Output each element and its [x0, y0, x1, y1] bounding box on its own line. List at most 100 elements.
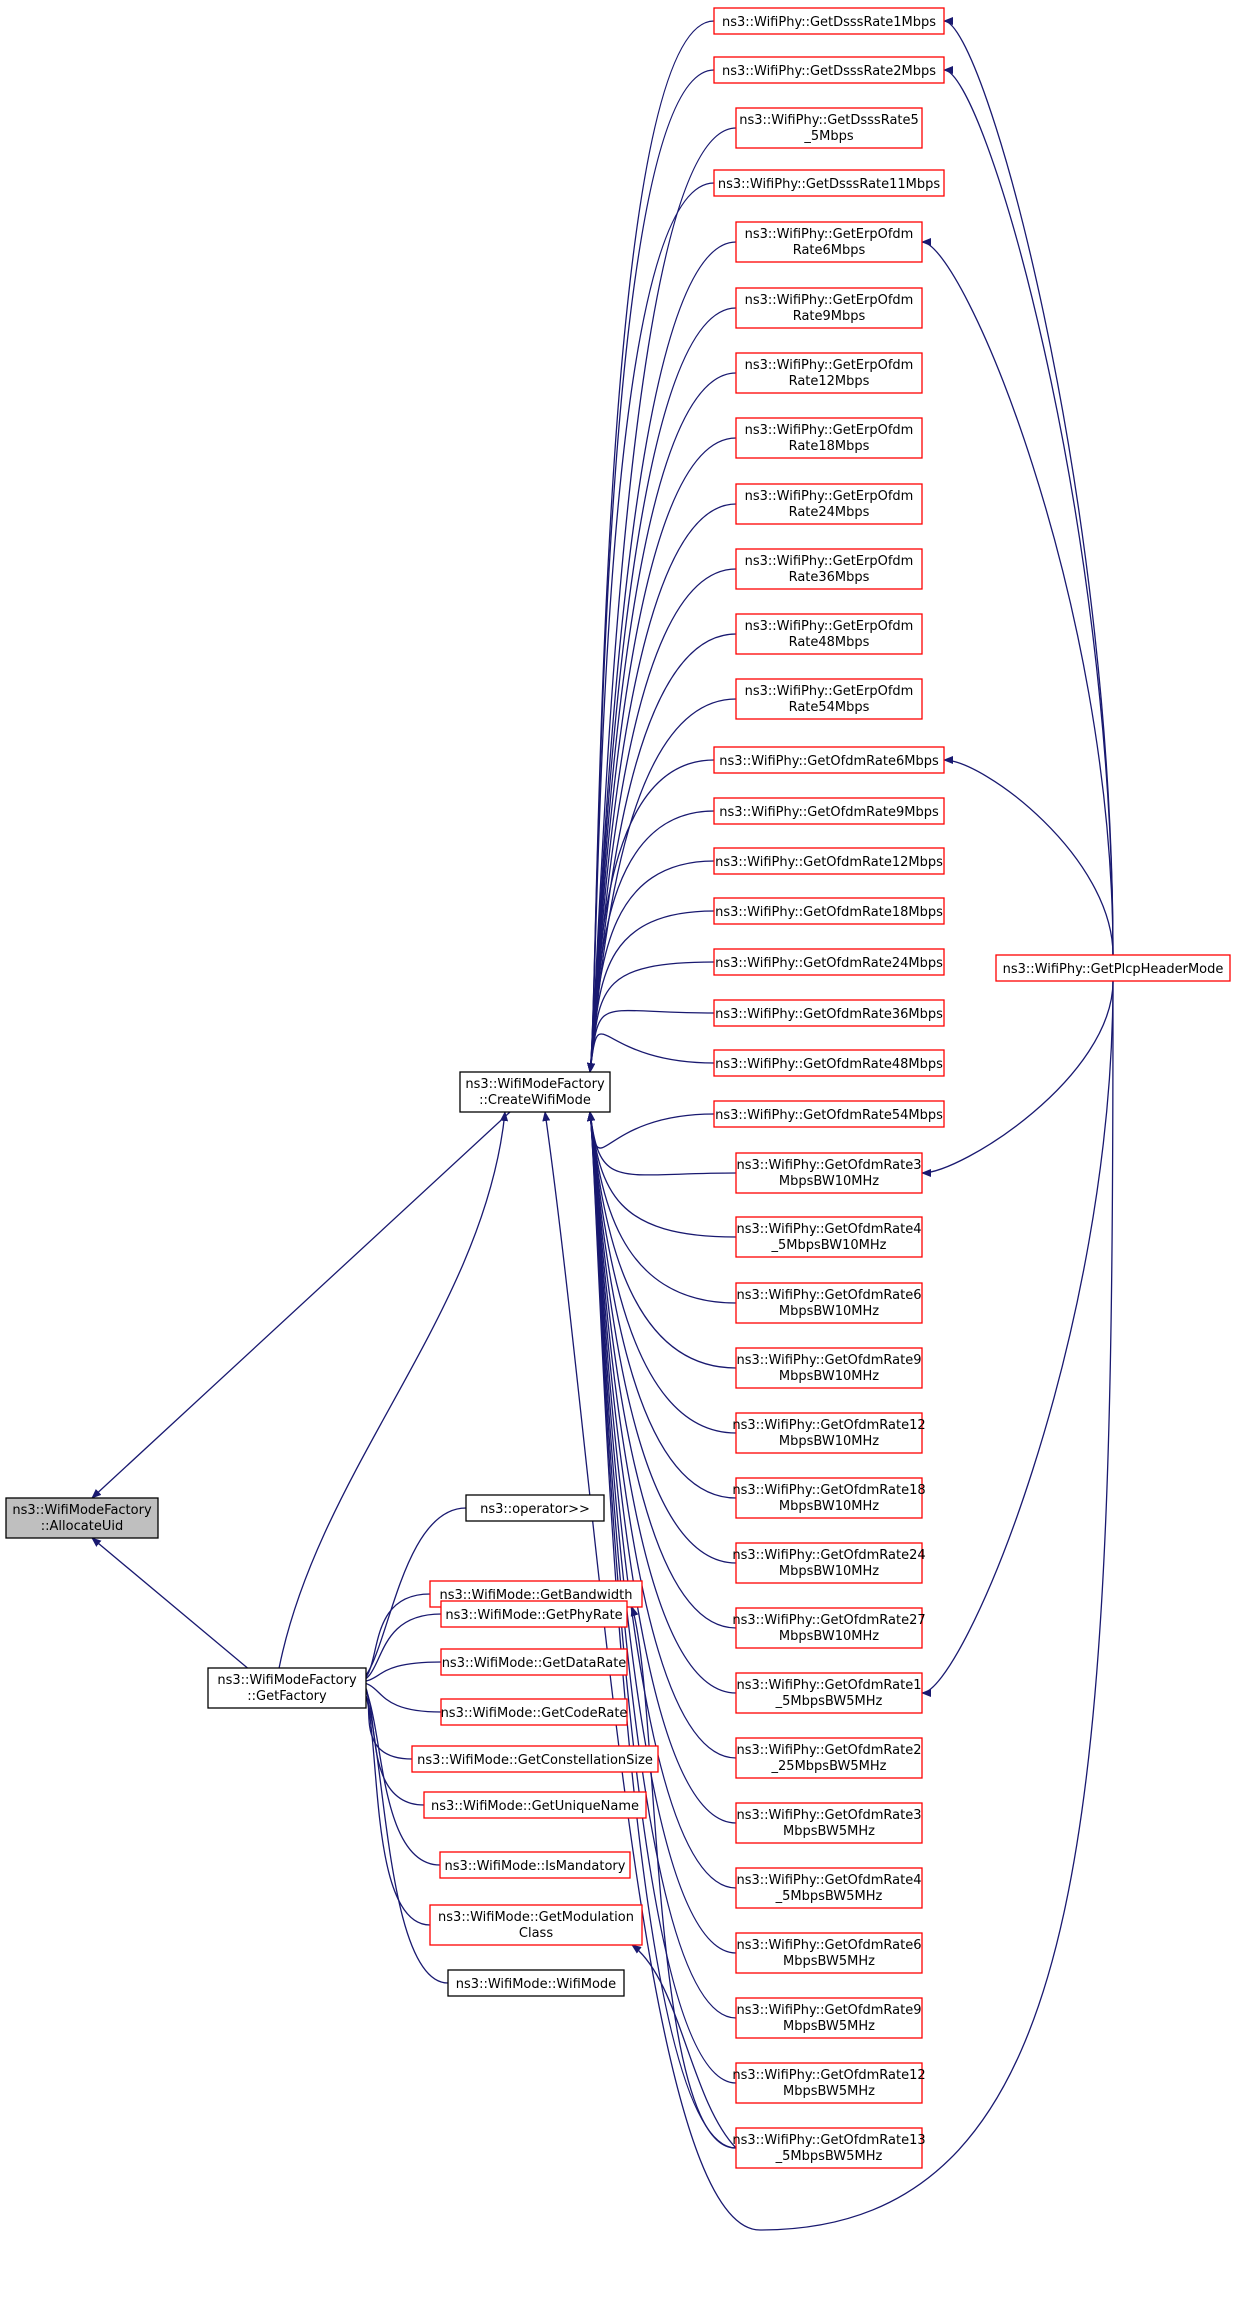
- node-label: ns3::WifiPhy::GetOfdmRate2: [737, 1743, 922, 1758]
- node-label: ns3::WifiMode::GetDataRate: [442, 1656, 627, 1671]
- node-label: ns3::WifiPhy::GetOfdmRate3: [737, 1158, 922, 1173]
- node-label: ns3::WifiPhy::GetOfdmRate12: [732, 2068, 925, 2083]
- node-label: ns3::WifiPhy::GetOfdmRate4: [737, 1222, 922, 1237]
- edge-dsss11-to-create: [587, 182, 715, 1073]
- node-b5_225[interactable]: ns3::WifiPhy::GetOfdmRate2_25MbpsBW5MHz: [735, 1737, 923, 1779]
- node-label: ns3::WifiPhy::GetDsssRate11Mbps: [718, 177, 941, 192]
- node-uniquename[interactable]: ns3::WifiMode::GetUniqueName: [423, 1791, 647, 1819]
- node-dsss55[interactable]: ns3::WifiPhy::GetDsssRate5_5Mbps: [735, 107, 923, 149]
- node-dsss2[interactable]: ns3::WifiPhy::GetDsssRate2Mbps: [713, 56, 945, 84]
- node-box: [735, 548, 923, 590]
- node-label: ns3::WifiPhy::GetOfdmRate6: [737, 1938, 922, 1953]
- node-ismandatory[interactable]: ns3::WifiMode::IsMandatory: [439, 1851, 631, 1879]
- node-box: [735, 1542, 923, 1584]
- edge-ofdm48-to-create: [587, 1033, 715, 1073]
- node-b5_45[interactable]: ns3::WifiPhy::GetOfdmRate4_5MbpsBW5MHz: [735, 1867, 923, 1909]
- node-label: ns3::WifiPhy::GetErpOfdm: [745, 619, 914, 634]
- node-b5_15[interactable]: ns3::WifiPhy::GetOfdmRate1_5MbpsBW5MHz: [735, 1672, 923, 1714]
- node-box: [735, 417, 923, 459]
- node-dsss1[interactable]: ns3::WifiPhy::GetDsssRate1Mbps: [713, 7, 945, 35]
- node-label: Rate9Mbps: [793, 309, 866, 324]
- node-coderate[interactable]: ns3::WifiMode::GetCodeRate: [440, 1698, 628, 1726]
- node-label: ns3::WifiPhy::GetOfdmRate48Mbps: [715, 1057, 943, 1072]
- node-b10_45[interactable]: ns3::WifiPhy::GetOfdmRate4_5MbpsBW10MHz: [735, 1216, 923, 1258]
- node-label: ns3::operator>>: [480, 1502, 590, 1517]
- node-label: ns3::WifiPhy::GetErpOfdm: [745, 358, 914, 373]
- node-label: Class: [519, 1926, 553, 1941]
- node-ofdm9[interactable]: ns3::WifiPhy::GetOfdmRate9Mbps: [713, 797, 945, 825]
- node-label: ns3::WifiMode::GetUniqueName: [431, 1799, 639, 1814]
- edge-plcp-to-dsss1: [943, 17, 1114, 956]
- node-box: [735, 678, 923, 720]
- edge-getfactory-to-allocate: [91, 1537, 248, 1669]
- node-ofdm54[interactable]: ns3::WifiPhy::GetOfdmRate54Mbps: [713, 1100, 945, 1128]
- node-box: [735, 1607, 923, 1649]
- edge-plcp-to-b10_3: [921, 980, 1114, 1177]
- node-box: [735, 2062, 923, 2104]
- node-label: ns3::WifiMode::GetPhyRate: [445, 1608, 622, 1623]
- node-box: [735, 352, 923, 394]
- node-box: [995, 954, 1231, 982]
- node-box: [735, 107, 923, 149]
- node-ofdm12[interactable]: ns3::WifiPhy::GetOfdmRate12Mbps: [713, 847, 945, 875]
- edge-dsss1-to-create: [587, 20, 715, 1073]
- node-dsss11[interactable]: ns3::WifiPhy::GetDsssRate11Mbps: [713, 169, 945, 197]
- node-wifimode[interactable]: ns3::WifiMode::WifiMode: [447, 1969, 625, 1997]
- node-box: [713, 169, 945, 197]
- node-box: [735, 2127, 923, 2169]
- node-label: ns3::WifiPhy::GetDsssRate2Mbps: [722, 64, 936, 79]
- node-label: ns3::WifiPhy::GetOfdmRate36Mbps: [715, 1007, 943, 1022]
- node-box: [735, 613, 923, 655]
- edge-b10_18-to-create: [587, 1111, 737, 1499]
- node-phyrate[interactable]: ns3::WifiMode::GetPhyRate: [440, 1600, 628, 1628]
- node-getfactory[interactable]: ns3::WifiModeFactory::GetFactory: [207, 1667, 367, 1709]
- node-ofdm36[interactable]: ns3::WifiPhy::GetOfdmRate36Mbps: [713, 999, 945, 1027]
- node-create[interactable]: ns3::WifiModeFactory::CreateWifiMode: [459, 1071, 611, 1113]
- node-label: _5MbpsBW5MHz: [775, 1889, 883, 1904]
- node-constsize[interactable]: ns3::WifiMode::GetConstellationSize: [411, 1745, 659, 1773]
- node-ofdm24[interactable]: ns3::WifiPhy::GetOfdmRate24Mbps: [713, 948, 945, 976]
- node-label: MbpsBW5MHz: [783, 1954, 875, 1969]
- node-box: [429, 1904, 643, 1946]
- node-box: [713, 7, 945, 35]
- node-label: ns3::WifiPhy::GetOfdmRate27: [732, 1613, 925, 1628]
- node-b5_135[interactable]: ns3::WifiPhy::GetOfdmRate13_5MbpsBW5MHz: [732, 2127, 926, 2169]
- node-datarate[interactable]: ns3::WifiMode::GetDataRate: [440, 1648, 628, 1676]
- node-box: [735, 1802, 923, 1844]
- node-box: [735, 1412, 923, 1454]
- node-label: Rate6Mbps: [793, 243, 866, 258]
- node-label: ns3::WifiPhy::GetErpOfdm: [745, 293, 914, 308]
- edge-layer: [91, 17, 1114, 2231]
- edge-b5_135-to-modclass: [631, 1944, 737, 2149]
- node-box: [411, 1745, 659, 1773]
- node-ofdm48[interactable]: ns3::WifiPhy::GetOfdmRate48Mbps: [713, 1049, 945, 1077]
- node-ofdm6[interactable]: ns3::WifiPhy::GetOfdmRate6Mbps: [713, 746, 945, 774]
- node-ofdm18[interactable]: ns3::WifiPhy::GetOfdmRate18Mbps: [713, 897, 945, 925]
- node-plcp[interactable]: ns3::WifiPhy::GetPlcpHeaderMode: [995, 954, 1231, 982]
- node-box: [735, 1216, 923, 1258]
- node-operator[interactable]: ns3::operator>>: [465, 1494, 605, 1522]
- node-box: [735, 1347, 923, 1389]
- node-label: ::GetFactory: [247, 1689, 327, 1704]
- node-box: [735, 287, 923, 329]
